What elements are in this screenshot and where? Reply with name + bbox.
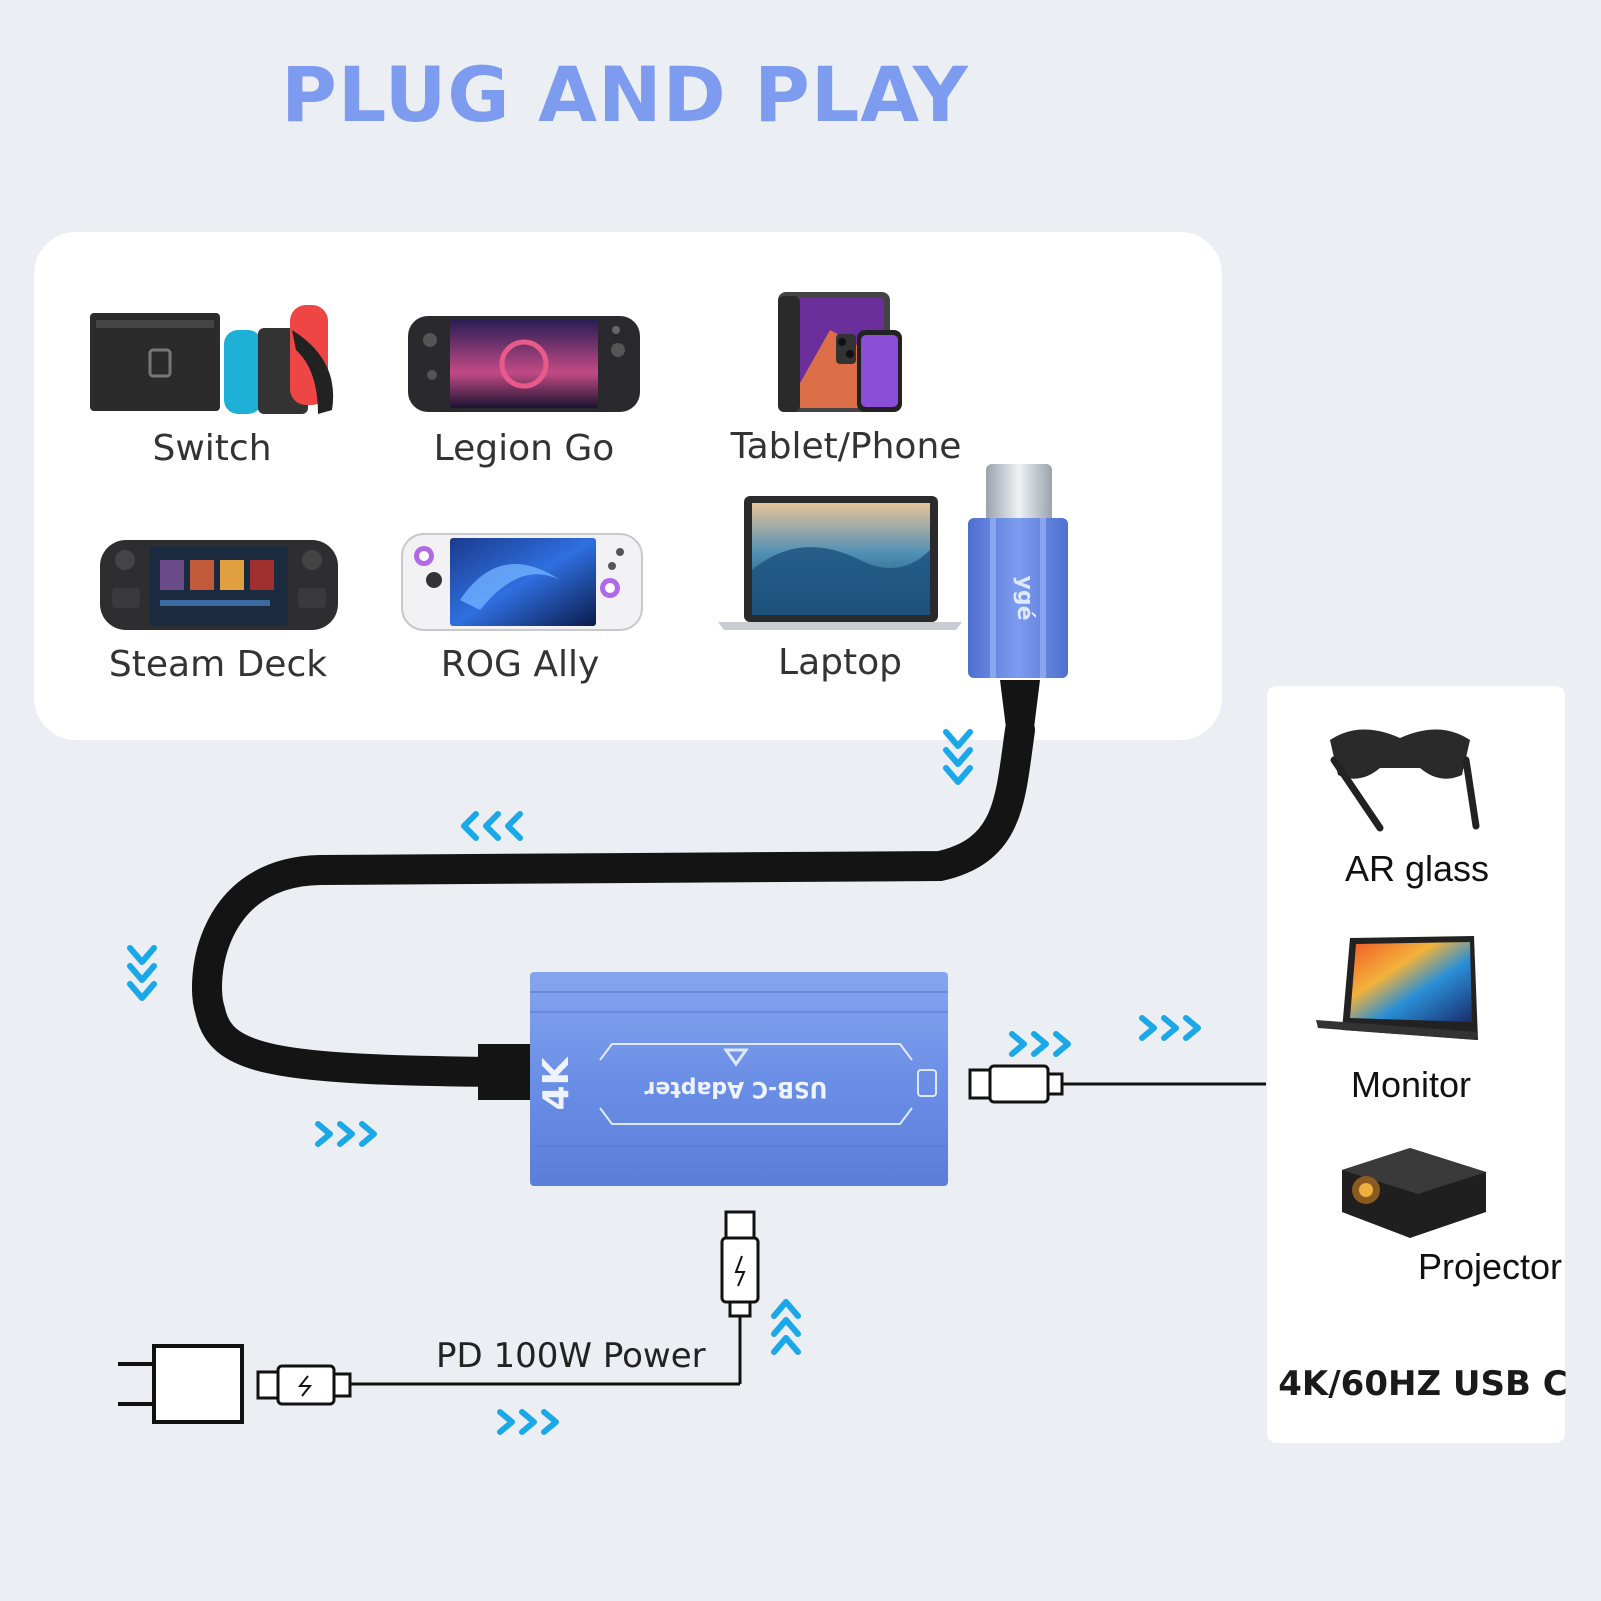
flow-arrow-up — [771, 1299, 801, 1355]
ar-glasses-icon — [1330, 729, 1480, 832]
legion-go-icon — [408, 316, 640, 412]
device-label-legion-go: Legion Go — [433, 428, 615, 469]
tablet-phone-icon — [778, 292, 902, 412]
flow-arrow-left — [461, 811, 523, 841]
flow-arrow-down-1 — [943, 729, 973, 785]
usb-c-cable — [192, 715, 1035, 1087]
output-label-monitor: Monitor — [1350, 1064, 1472, 1105]
nintendo-switch-icon — [90, 305, 334, 414]
device-label-switch: Switch — [152, 428, 272, 469]
device-label-rog-ally: ROG Ally — [440, 644, 600, 685]
output-spec-label: 4K/60HZ USB C — [1278, 1364, 1568, 1404]
power-charger-icon — [118, 1344, 352, 1424]
power-label: PD 100W Power — [436, 1336, 706, 1376]
output-devices-panel — [1267, 686, 1565, 1443]
device-label-steam-deck: Steam Deck — [108, 644, 328, 685]
steam-deck-icon — [100, 540, 338, 630]
laptop-icon — [718, 496, 962, 630]
device-label-laptop: Laptop — [778, 642, 902, 683]
flow-arrow-right-1 — [315, 1121, 377, 1147]
flow-arrow-right-4 — [497, 1409, 559, 1435]
power-usb-c-connector — [350, 1210, 760, 1386]
output-label-ar-glass: AR glass — [1344, 848, 1490, 889]
flow-arrow-down-2 — [127, 945, 157, 1001]
usb-c-adapter-body: 4K USB-C Adapter — [478, 972, 948, 1186]
adapter-label: USB-C Adapter — [644, 1076, 827, 1101]
adapter-4k-badge: 4K — [536, 1056, 577, 1110]
page-title: PLUG AND PLAY — [281, 50, 969, 139]
output-label-projector: Projector — [1417, 1246, 1562, 1287]
plug-brand: ygé — [1012, 575, 1037, 620]
flow-arrow-right-2 — [1009, 1031, 1071, 1057]
device-label-tablet-phone: Tablet/Phone — [730, 426, 962, 467]
usb-c-plug: ygé — [968, 464, 1068, 678]
flow-arrow-right-3 — [1139, 1015, 1201, 1041]
projector-icon — [1342, 1148, 1486, 1238]
monitor-icon — [1316, 936, 1478, 1040]
output-usb-c-connector — [968, 1064, 1266, 1104]
rog-ally-icon — [401, 533, 643, 631]
